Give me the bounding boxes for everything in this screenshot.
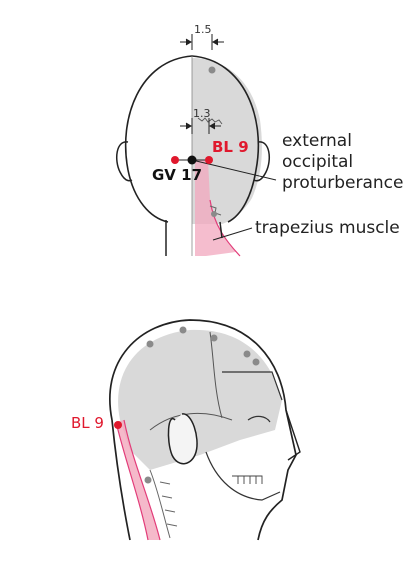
back-view-points [171,155,277,241]
side-bl9-label: BL 9 [71,414,104,432]
reference-dot [208,66,216,74]
gv17-label: GV 17 [152,166,203,184]
dimension-outer-label: 1.5 [194,23,212,36]
side-view-head [109,319,301,541]
bl9-left-point [171,156,179,164]
dimension-inner-label: 1.3 [193,107,211,120]
gv17-point [187,155,197,165]
bl9-label: BL 9 [212,138,249,156]
bl9-right-point [205,156,213,164]
back-view-head [115,55,271,257]
eop-label-line3: proturberance [282,173,404,193]
eop-label-line2: occipital [282,152,354,172]
trapezius-label: trapezius muscle [255,218,400,238]
eop-label-line1: external [282,131,352,151]
side-bl9-point [114,421,122,429]
dimension-marks [180,34,224,134]
